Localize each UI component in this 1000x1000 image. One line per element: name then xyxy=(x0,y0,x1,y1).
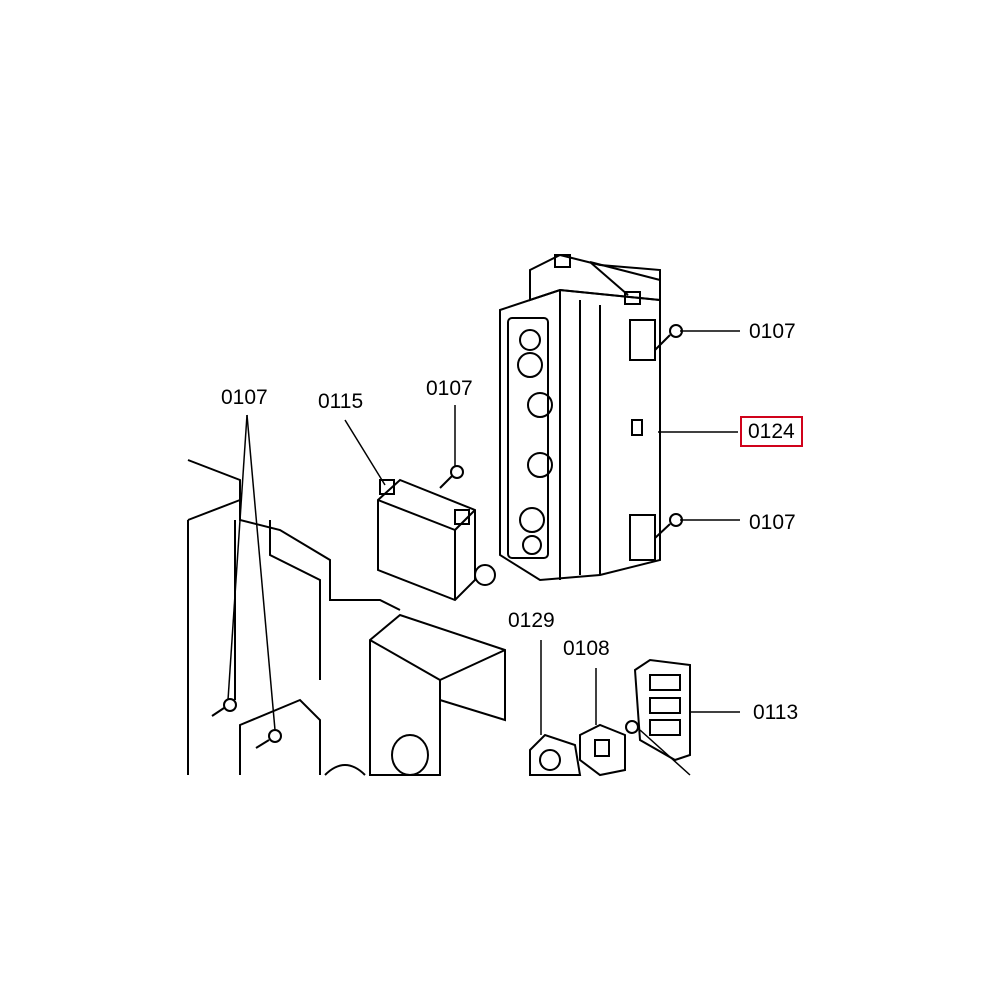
callout-0107-bottom-right: 0107 xyxy=(749,511,796,534)
parts-bottom-right xyxy=(529,658,691,777)
callout-0115: 0115 xyxy=(318,390,364,413)
callout-0108: 0108 xyxy=(563,637,610,660)
callout-0107-mid: 0107 xyxy=(426,377,473,400)
callout-0107-top-right: 0107 xyxy=(749,320,796,343)
leader-lines xyxy=(227,330,740,776)
part-0115-module xyxy=(377,478,496,602)
housing-frame xyxy=(187,459,506,776)
part-0124-control-panel xyxy=(499,253,661,582)
callout-0107-left: 0107 xyxy=(221,386,268,409)
callout-0113: 0113 xyxy=(753,701,799,724)
callout-0129: 0129 xyxy=(508,609,555,632)
callout-0124-highlighted: 0124 xyxy=(740,416,803,447)
